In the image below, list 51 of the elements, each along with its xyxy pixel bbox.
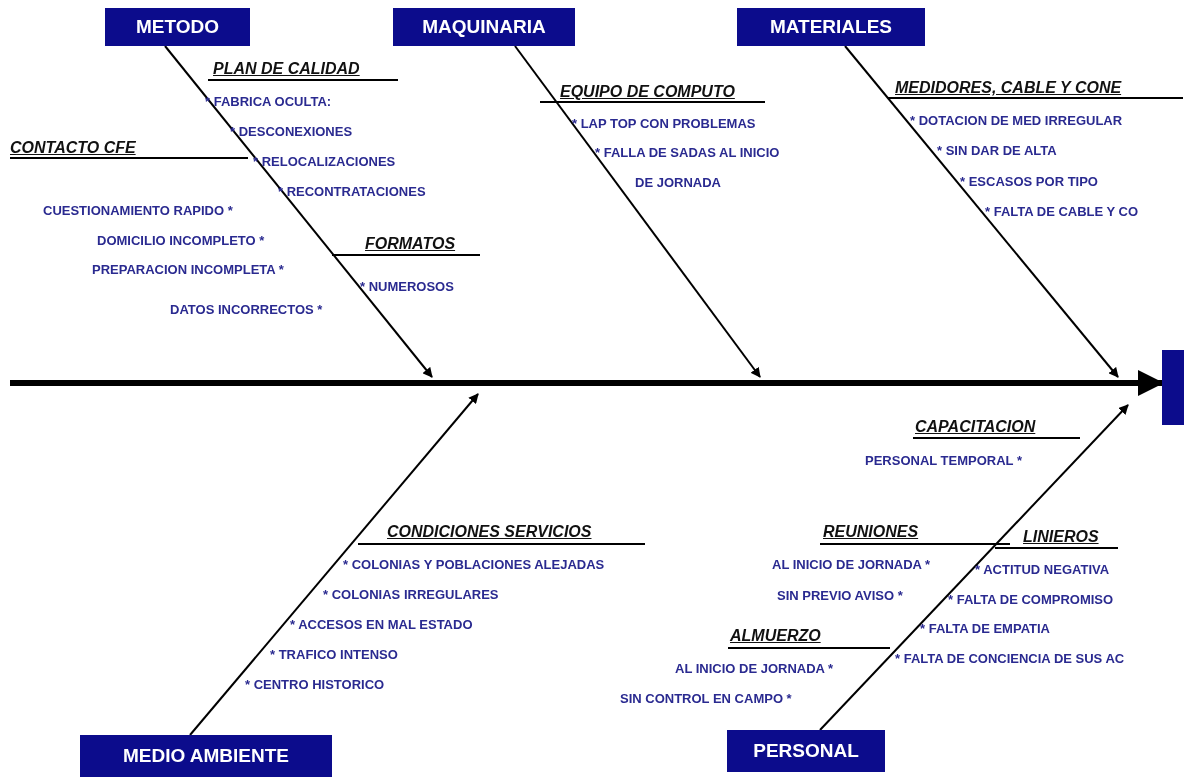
category-box: MEDIO AMBIENTE [80, 735, 332, 777]
cause-text: * FABRICA OCULTA: [205, 94, 332, 109]
cause-text: * COLONIAS IRREGULARES [323, 587, 499, 602]
cause-text: DOMICILIO INCOMPLETO * [97, 233, 265, 248]
cause-text: AL INICIO DE JORNADA * [772, 557, 931, 572]
cause-text: DATOS INCORRECTOS * [170, 302, 323, 317]
cause-text: * FALTA DE CONCIENCIA DE SUS AC [895, 651, 1125, 666]
branch-heading: CAPACITACION [915, 418, 1036, 436]
bone-arrow [189, 393, 479, 736]
category-box: MAQUINARIA [393, 8, 575, 46]
cause-text: PERSONAL TEMPORAL * [865, 453, 1022, 468]
branch-heading: EQUIPO DE COMPUTO [560, 83, 735, 101]
cause-text: * LAP TOP CON PROBLEMAS [572, 116, 756, 131]
cause-text: CUESTIONAMIENTO RAPIDO * [43, 203, 233, 218]
bone-arrow [844, 45, 1119, 378]
spine-arrow [10, 370, 1164, 396]
cause-text: * ACTITUD NEGATIVA [975, 562, 1110, 577]
cause-text: * DOTACION DE MED IRREGULAR [910, 113, 1123, 128]
cause-text: * CENTRO HISTORICO [245, 677, 385, 692]
cause-text: * FALTA DE COMPROMISO [948, 592, 1114, 607]
effect-box [1162, 350, 1184, 425]
branch-heading: FORMATOS [365, 235, 456, 253]
branch-heading: CONDICIONES SERVICIOS [387, 523, 592, 541]
cause-text: * COLONIAS Y POBLACIONES ALEJADAS [343, 557, 605, 572]
cause-text: * RELOCALIZACIONES [253, 154, 396, 169]
cause-text: * NUMEROSOS [360, 279, 454, 294]
cause-text: PREPARACION INCOMPLETA * [92, 262, 284, 277]
branch-heading: ALMUERZO [730, 627, 821, 645]
branch-heading: REUNIONES [823, 523, 919, 541]
bone-arrow [164, 45, 433, 378]
category-box: PERSONAL [727, 730, 885, 772]
bone-arrow [819, 404, 1129, 731]
branch-heading: LINIEROS [1023, 528, 1099, 546]
cause-text: * ACCESOS EN MAL ESTADO [290, 617, 473, 632]
cause-text: * FALLA DE SADAS AL INICIO DE JORNADA [595, 144, 781, 192]
cause-text: * FALTA DE CABLE Y CO [985, 204, 1139, 219]
cause-text: * FALTA DE EMPATIA [920, 621, 1050, 636]
cause-text: * SIN DAR DE ALTA [937, 143, 1057, 158]
cause-text: * RECONTRATACIONES [278, 184, 426, 199]
cause-text: * DESCONEXIONES [230, 124, 353, 139]
branch-heading: PLAN DE CALIDAD [213, 60, 360, 78]
branch-heading: MEDIDORES, CABLE Y CONE [895, 79, 1122, 97]
cause-text: SIN PREVIO AVISO * [777, 588, 903, 603]
category-box: METODO [105, 8, 250, 46]
cause-text: * TRAFICO INTENSO [270, 647, 398, 662]
cause-text: SIN CONTROL EN CAMPO * [620, 691, 792, 706]
bone-arrow [514, 45, 761, 378]
category-box: MATERIALES [737, 8, 925, 46]
branch-heading: CONTACTO CFE [10, 139, 136, 157]
cause-text: * ESCASOS POR TIPO [960, 174, 1098, 189]
cause-text: AL INICIO DE JORNADA * [675, 661, 834, 676]
